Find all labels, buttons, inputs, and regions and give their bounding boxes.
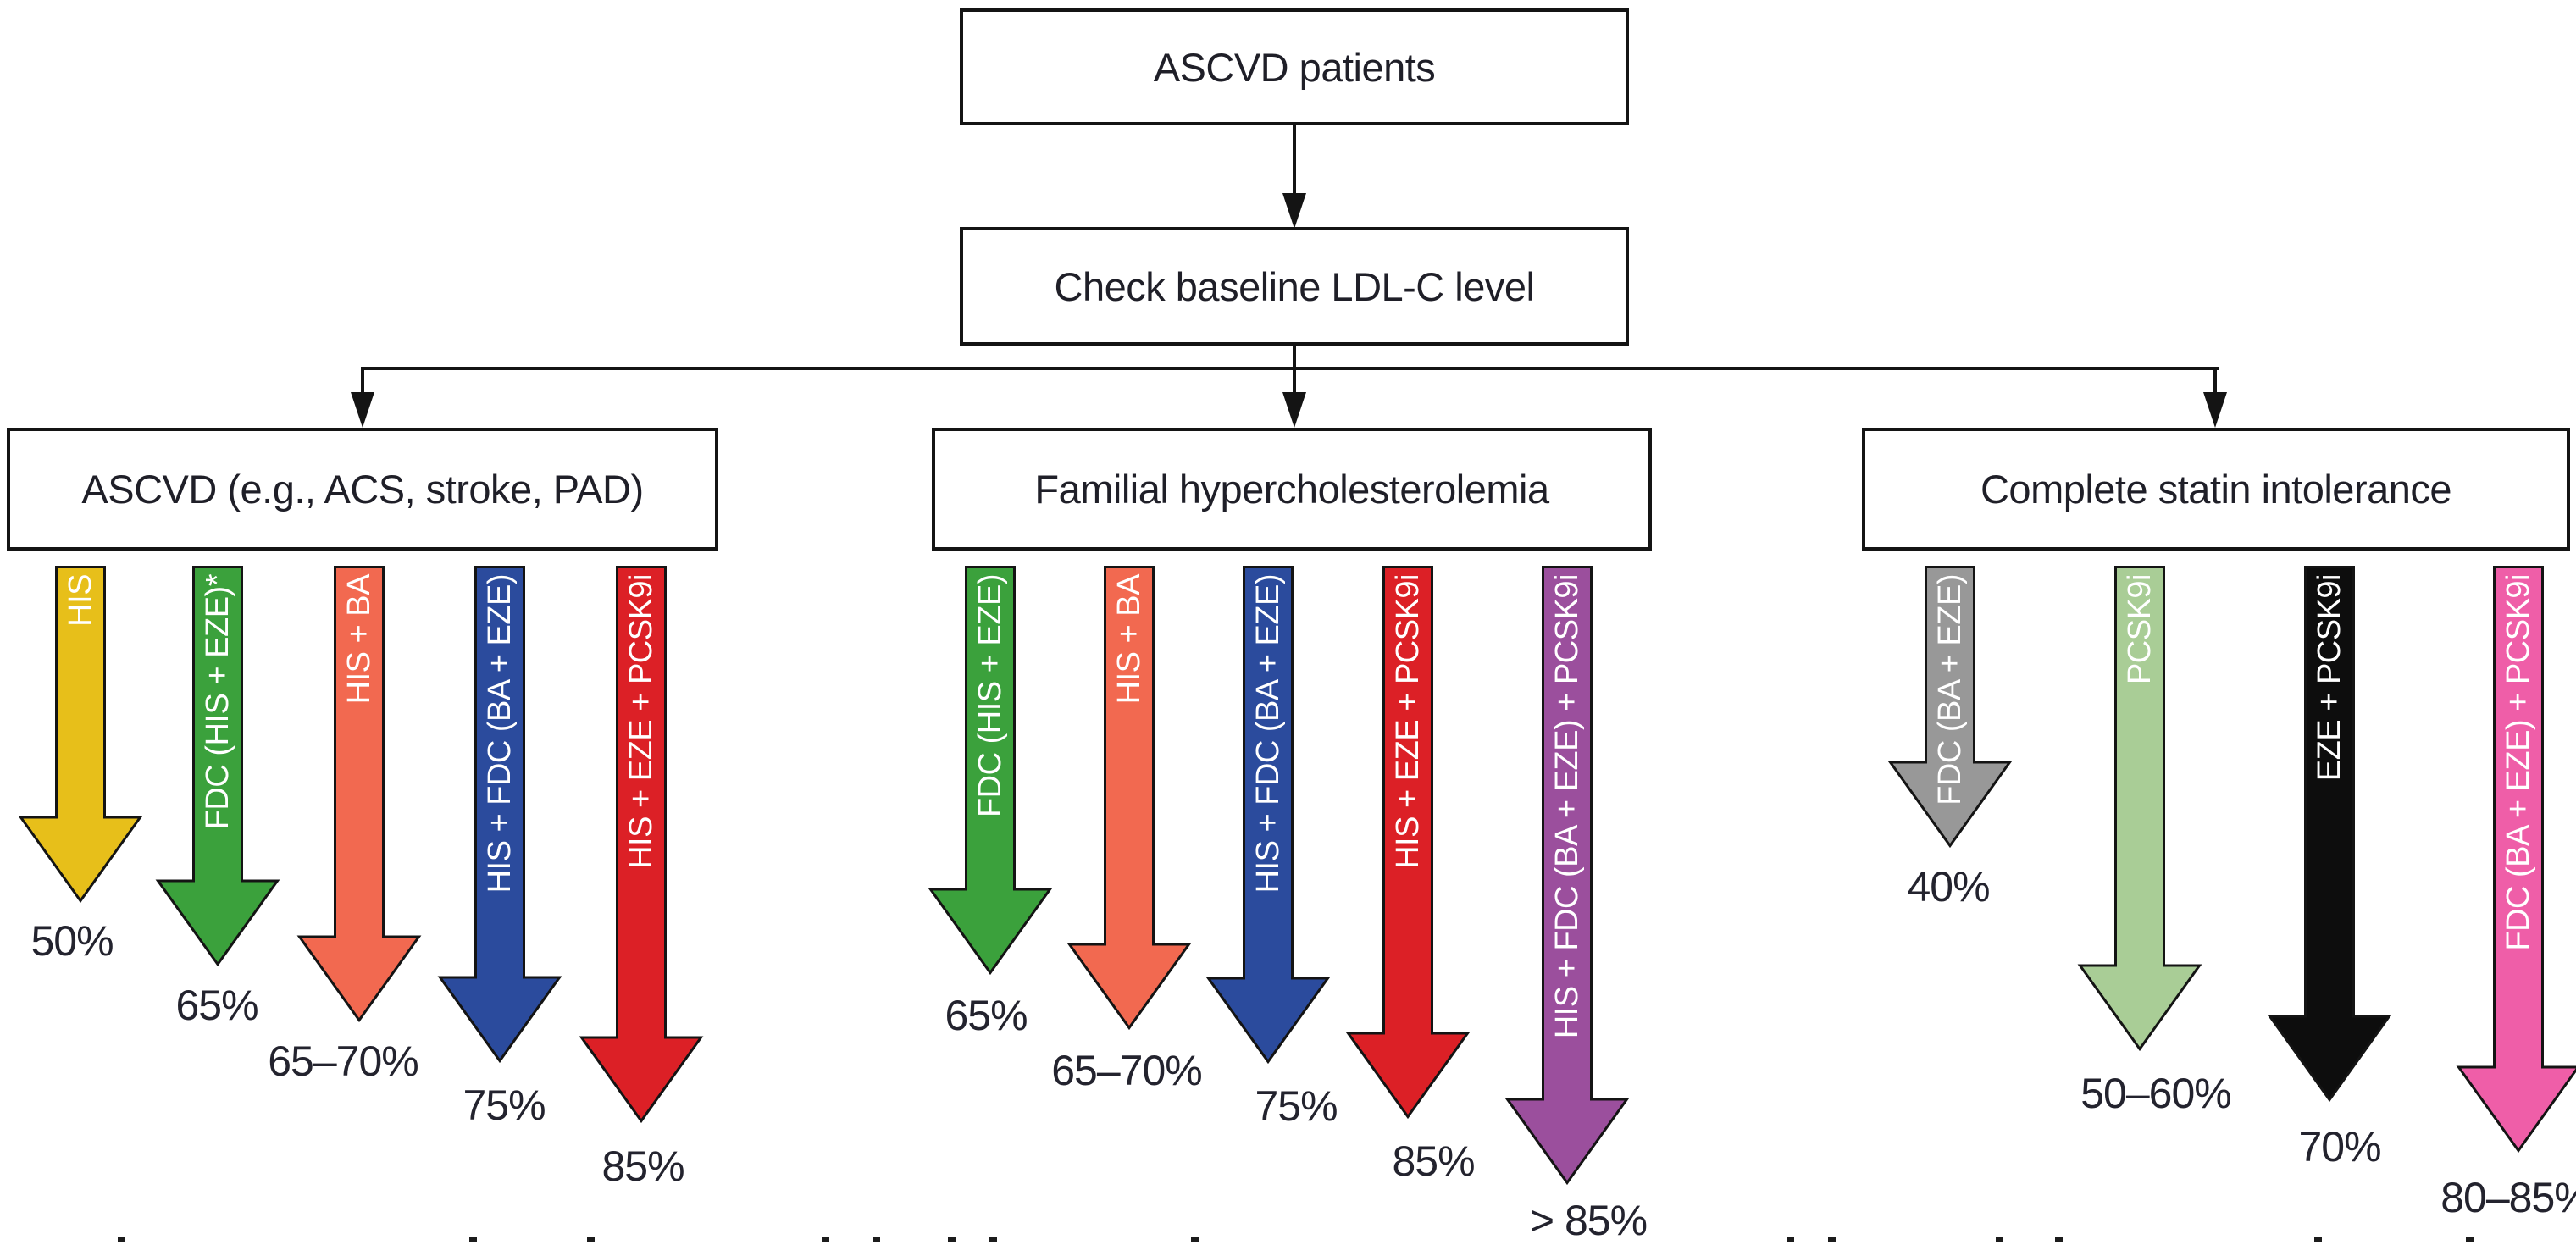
caption-fragment-mark	[948, 1237, 956, 1242]
ldl-reduction-percent: 70%	[2196, 1122, 2484, 1171]
node-statin-intolerance-branch: Complete statin intolerance	[1862, 428, 2570, 551]
ldl-reduction-percent: 40%	[1804, 862, 2092, 911]
treatment-arrow-label: FDC (BA + EZE)	[1934, 574, 1966, 805]
treatment-arrow-label: HIS	[64, 574, 97, 627]
caption-fragment-mark	[469, 1237, 477, 1242]
treatment-arrow-label: FDC (HIS + EZE)	[974, 574, 1006, 817]
node-fh-branch-label: Familial hypercholesterolemia	[1034, 466, 1548, 512]
caption-fragment-mark	[822, 1237, 829, 1242]
treatment-arrow-0-0: HIS	[19, 566, 141, 902]
treatment-arrow-label: FDC (BA + EZE) + PCSK9i	[2502, 574, 2534, 951]
arrowhead-to-check-box	[1282, 193, 1306, 229]
ldl-reduction-percent: 80–85%	[2372, 1173, 2576, 1222]
treatment-arrow-2-2: EZE + PCSK9i	[2269, 566, 2390, 1101]
caption-fragment-mark	[2314, 1237, 2322, 1242]
arrowhead-to-right-branch	[2203, 392, 2227, 428]
caption-fragment-mark	[989, 1237, 997, 1242]
treatment-arrow-label: HIS + EZE + PCSK9i	[1392, 574, 1424, 869]
connector-horizontal-rail	[361, 367, 2219, 370]
node-ascvd-patients: ASCVD patients	[960, 8, 1629, 125]
treatment-arrow-0-3: HIS + FDC (BA + EZE)	[439, 566, 561, 1062]
treatment-arrow-2-0: FDC (BA + EZE)	[1889, 566, 2011, 847]
connector-middle-stub	[1293, 367, 1296, 394]
treatment-arrow-1-3: HIS + EZE + PCSK9i	[1347, 566, 1469, 1118]
caption-fragment-mark	[873, 1237, 880, 1242]
connector-left-stub	[361, 367, 364, 394]
treatment-arrow-label: FDC (HIS + EZE)*	[202, 574, 234, 829]
connector-top-vertical	[1293, 124, 1296, 196]
treatment-arrow-label: PCSK9i	[2124, 574, 2156, 684]
treatment-arrow-label: HIS + FDC (BA + EZE) + PCSK9i	[1551, 574, 1583, 1038]
caption-fragment-mark	[118, 1237, 125, 1242]
treatment-arrow-2-3: FDC (BA + EZE) + PCSK9i	[2457, 566, 2576, 1152]
arrowhead-to-left-branch	[351, 392, 374, 428]
caption-fragment-mark	[1996, 1237, 2003, 1242]
node-check-ldl-label: Check baseline LDL-C level	[1055, 263, 1535, 310]
treatment-arrow-label: HIS + EZE + PCSK9i	[625, 574, 657, 869]
node-ascvd-branch-label: ASCVD (e.g., ACS, stroke, PAD)	[81, 466, 643, 512]
arrowhead-to-middle-branch	[1282, 392, 1306, 428]
caption-fragment-mark	[2055, 1237, 2063, 1242]
treatment-arrow-label: HIS + FDC (BA + EZE)	[484, 574, 516, 893]
treatment-arrow-1-0: FDC (HIS + EZE)	[929, 566, 1051, 974]
treatment-arrow-label: HIS + FDC (BA + EZE)	[1252, 574, 1284, 893]
ldl-reduction-percent: 50–60%	[2012, 1069, 2300, 1118]
treatment-arrow-1-1: HIS + BA	[1068, 566, 1190, 1029]
ldl-reduction-percent: > 85%	[1444, 1196, 1732, 1245]
caption-fragment-mark	[1828, 1237, 1836, 1242]
caption-fragment-mark	[2466, 1237, 2474, 1242]
connector-right-stub	[2213, 367, 2217, 394]
treatment-arrow-0-1: FDC (HIS + EZE)*	[157, 566, 279, 966]
treatment-arrow-2-1: PCSK9i	[2079, 566, 2201, 1050]
node-check-ldl: Check baseline LDL-C level	[960, 227, 1629, 346]
treatment-arrow-0-2: HIS + BA	[298, 566, 420, 1021]
caption-fragment-mark	[587, 1237, 595, 1242]
node-statin-intolerance-branch-label: Complete statin intolerance	[1980, 466, 2451, 512]
node-ascvd-patients-label: ASCVD patients	[1154, 44, 1436, 91]
treatment-arrow-label: HIS + BA	[1113, 574, 1145, 704]
treatment-arrow-1-4: HIS + FDC (BA + EZE) + PCSK9i	[1506, 566, 1628, 1184]
node-fh-branch: Familial hypercholesterolemia	[932, 428, 1652, 551]
treatment-arrow-label: EZE + PCSK9i	[2313, 574, 2346, 781]
caption-fragment-mark	[1787, 1237, 1794, 1242]
ldl-reduction-percent: 85%	[499, 1142, 787, 1191]
treatment-arrow-0-4: HIS + EZE + PCSK9i	[580, 566, 702, 1122]
treatment-arrow-1-2: HIS + FDC (BA + EZE)	[1207, 566, 1329, 1063]
caption-fragment-mark	[1191, 1237, 1199, 1242]
treatment-arrow-label: HIS + BA	[343, 574, 375, 704]
node-ascvd-branch: ASCVD (e.g., ACS, stroke, PAD)	[7, 428, 718, 551]
